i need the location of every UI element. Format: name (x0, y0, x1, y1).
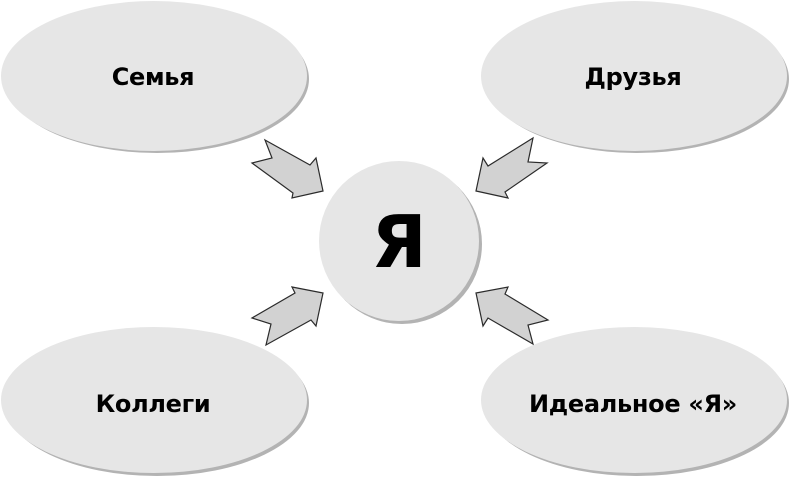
node-friends (481, 1, 787, 151)
node-ideal-self (481, 327, 787, 473)
arrow-colleagues-to-self (250, 286, 324, 347)
node-family (1, 1, 307, 151)
arrow-family-to-self (250, 138, 324, 199)
node-colleagues-label: Коллеги (95, 390, 211, 418)
arrow-friends-to-self (475, 136, 549, 199)
center-node (319, 161, 479, 321)
node-family-label: Семья (111, 63, 195, 91)
arrow-ideal-self-to-self (475, 286, 550, 346)
node-ideal-self-label: Идеальное «Я» (529, 390, 737, 418)
node-friends-label: Друзья (584, 63, 682, 91)
center-label: Я (371, 200, 427, 284)
node-colleagues (1, 327, 307, 473)
